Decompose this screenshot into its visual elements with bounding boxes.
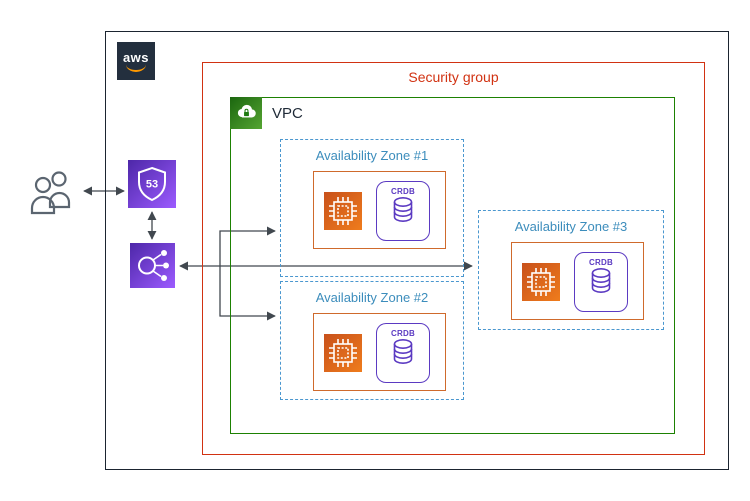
availability-zone-3-label: Availability Zone #3 bbox=[514, 219, 628, 234]
aws-logo: aws bbox=[117, 42, 155, 80]
crdb-label: CRDB bbox=[391, 329, 415, 338]
vpc-icon bbox=[230, 97, 262, 129]
route53-shield-text: 53 bbox=[146, 179, 158, 191]
ec2-icon bbox=[522, 263, 560, 301]
availability-zone-3: Availability Zone #3 CRDB bbox=[478, 210, 664, 330]
ec2-icon bbox=[324, 334, 362, 372]
route53-icon: 53 bbox=[128, 160, 176, 208]
availability-zone-2: Availability Zone #2 CRDB bbox=[280, 281, 464, 400]
availability-zone-1: Availability Zone #1 CRDB bbox=[280, 139, 464, 277]
availability-zone-1-label: Availability Zone #1 bbox=[315, 148, 429, 163]
service-box-az1: CRDB bbox=[313, 171, 446, 249]
users-icon bbox=[26, 166, 78, 218]
elb-icon bbox=[130, 243, 175, 288]
aws-logo-text: aws bbox=[122, 49, 150, 65]
availability-zone-2-label: Availability Zone #2 bbox=[315, 290, 429, 305]
ec2-icon bbox=[324, 192, 362, 230]
crdb-icon: CRDB bbox=[376, 181, 430, 241]
aws-smile-icon bbox=[126, 63, 146, 72]
security-group-boundary: Security group bbox=[202, 62, 705, 455]
vpc-label: VPC bbox=[272, 105, 303, 122]
service-box-az3: CRDB bbox=[511, 242, 644, 320]
vpc-boundary: VPC bbox=[230, 97, 675, 434]
crdb-label: CRDB bbox=[589, 258, 613, 267]
crdb-label: CRDB bbox=[391, 187, 415, 196]
crdb-icon: CRDB bbox=[376, 323, 430, 383]
security-group-label: Security group bbox=[408, 69, 499, 85]
service-box-az2: CRDB bbox=[313, 313, 446, 391]
aws-account-boundary bbox=[105, 31, 729, 470]
crdb-icon: CRDB bbox=[574, 252, 628, 312]
